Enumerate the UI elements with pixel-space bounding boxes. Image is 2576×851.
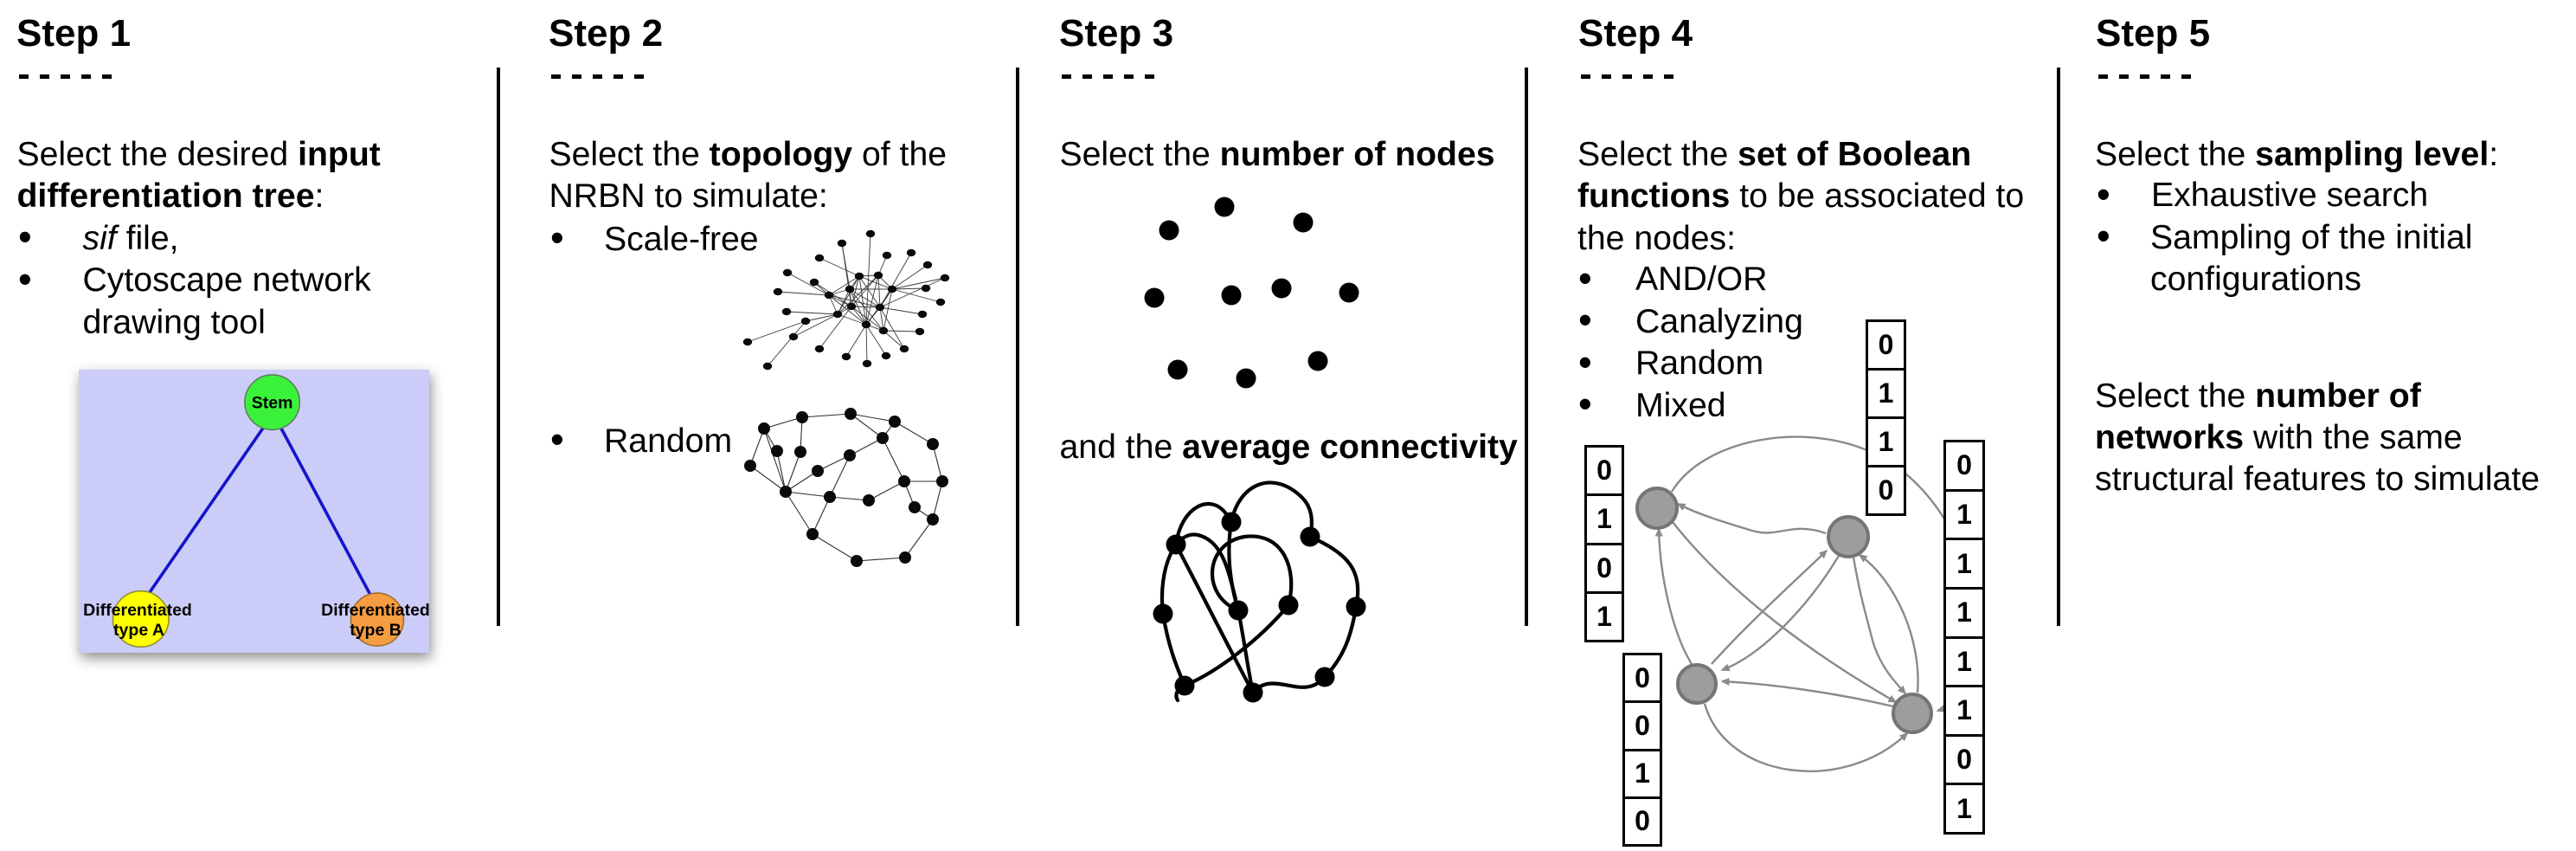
svg-text:type A: type A: [113, 621, 164, 640]
svg-text:Differentiated: Differentiated: [83, 601, 192, 620]
svg-text:Stem: Stem: [252, 394, 293, 413]
svg-text:type B: type B: [350, 621, 401, 640]
svg-text:Differentiated: Differentiated: [321, 601, 430, 620]
